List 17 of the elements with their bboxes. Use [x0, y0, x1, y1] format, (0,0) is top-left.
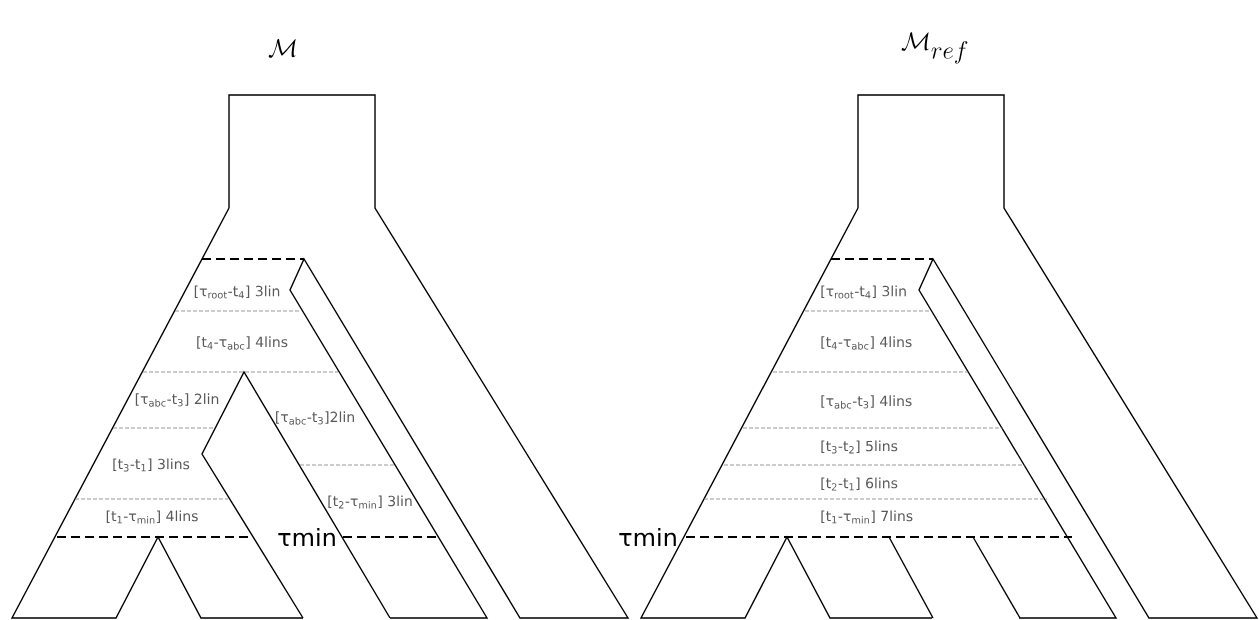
interval-label: [t$_{1}$-τ$_{min}$] 7lins: [821, 510, 913, 524]
interval-label: [t$_{2}$-t$_{1}$] 6lins: [821, 477, 898, 491]
interval-label: [τ$_{abc}$-t$_{3}$]2lin: [276, 411, 354, 425]
interval-label: [t$_{3}$-t$_{1}$] 3lins: [113, 458, 190, 472]
model-title: $\mathcal{M}_{ref}$: [901, 32, 968, 64]
interval-label: [t$_{4}$-τ$_{abc}$] 4lins: [821, 336, 912, 350]
model-title: $\mathcal{M}$: [268, 38, 296, 58]
interval-label: [t$_{3}$-t$_{2}$] 5lins: [821, 440, 898, 454]
interval-label: [t$_{1}$-τ$_{min}$] 4lins: [106, 510, 198, 524]
interval-label: [τ$_{root}$-t$_{4}$] 3lin: [194, 285, 280, 299]
interval-label: [t$_{2}$-τ$_{min}$] 3lin: [328, 495, 412, 509]
interval-label: [τ$_{root}$-t$_{4}$] 3lin: [821, 285, 906, 299]
interval-label: [τ$_{abc}$-t$_{3}$] 4lins: [821, 395, 912, 409]
time-label: τmin: [619, 527, 676, 547]
time-label: τmin: [278, 527, 335, 547]
interval-label: [τ$_{abc}$-t$_{3}$] 2lin: [135, 393, 219, 407]
interval-label: [t$_{4}$-τ$_{abc}$] 4lins: [197, 336, 288, 350]
